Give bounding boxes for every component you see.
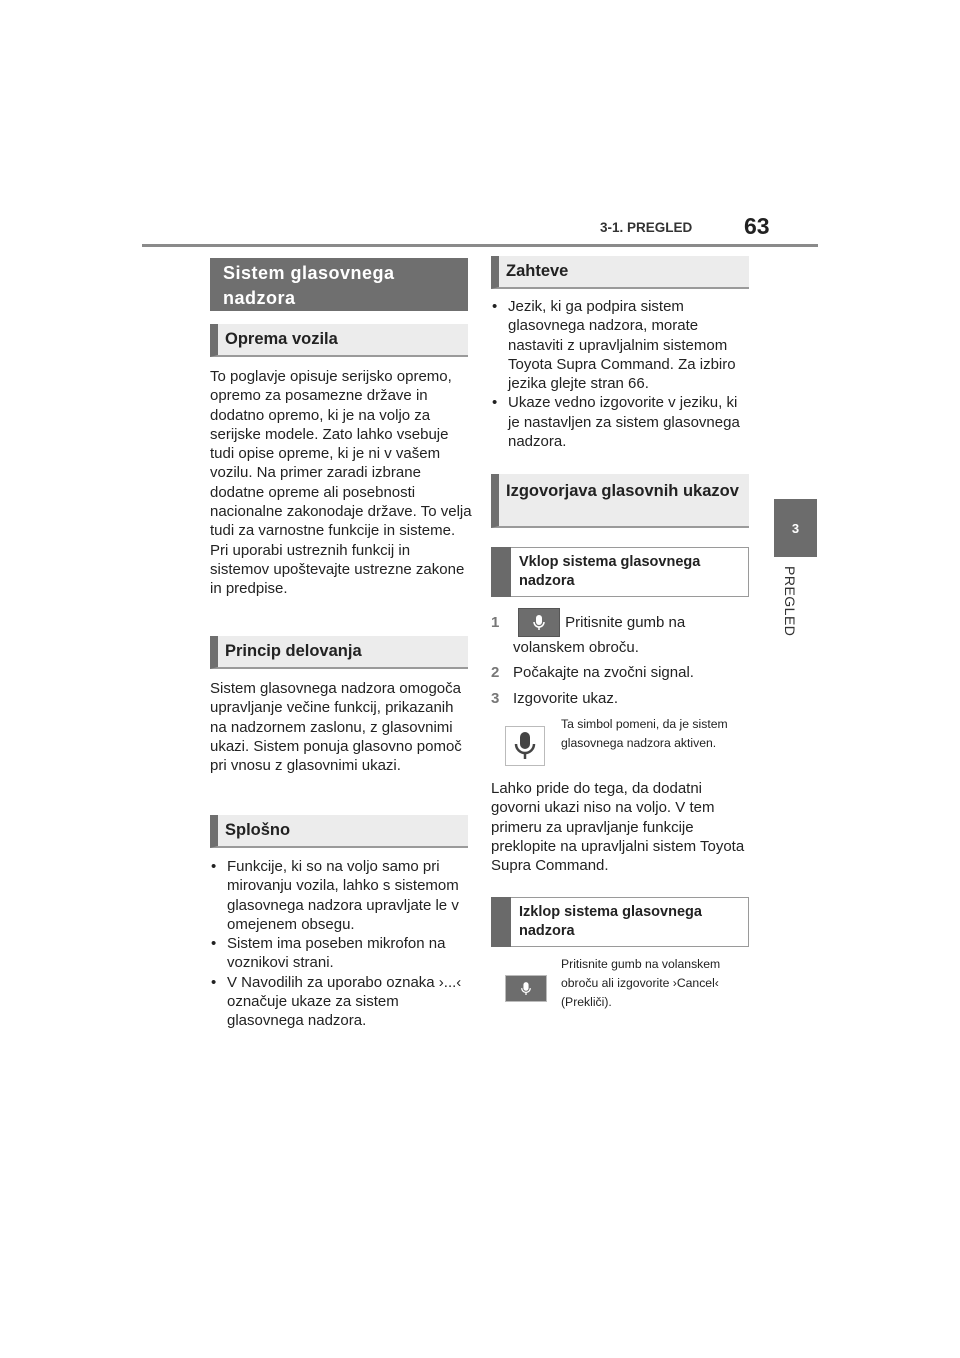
- chapter-tab: 3: [774, 499, 817, 557]
- mic-button-small-icon: [505, 975, 547, 1002]
- box-heading-izklop-text: Izklop sistema glasovnega nadzora: [519, 904, 702, 939]
- subheading-princip: Princip delovanja: [210, 636, 468, 669]
- subheading-zahteve: Zahteve: [491, 256, 749, 289]
- list-item: Ukaze vedno izgovorite v jeziku, ki je n…: [491, 393, 749, 451]
- box-heading-izklop: Izklop sistema glasovnega nadzora: [491, 897, 749, 947]
- step-3: 3 Izgovorite ukaz.: [491, 689, 618, 708]
- header-rule: [142, 244, 818, 247]
- zahteve-list: Jezik, ki ga podpira sistem glasovnega n…: [491, 297, 749, 451]
- oprema-paragraph: To poglavje opisuje serijsko opremo, opr…: [210, 368, 472, 598]
- subheading-izgovorjava-text: Izgovorjava glasovnih ukazov: [506, 482, 739, 500]
- subheading-splosno: Splošno: [210, 815, 468, 848]
- chapter-label: PREGLED: [782, 566, 798, 637]
- subheading-oprema: Oprema vozila: [210, 324, 468, 357]
- izgovorjava-paragraph: Lahko pride do tega, da dodatni govorni …: [491, 780, 745, 875]
- step-number: 1: [491, 614, 500, 631]
- list-item: Sistem ima poseben mikrofon na voznikovi…: [210, 934, 468, 973]
- step-2: 2 Počakajte na zvočni signal.: [491, 663, 694, 682]
- microphone-icon: [521, 981, 531, 995]
- main-heading: Sistem glasovnega nadzora: [210, 258, 468, 311]
- symbol-note: Ta simbol pomeni, da je sistem glasovneg…: [561, 717, 728, 750]
- step-1-continued: volanskem obroču.: [513, 639, 639, 656]
- step-text: Izgovorite ukaz.: [513, 690, 619, 707]
- step-number: 3: [491, 690, 500, 707]
- list-item: V Navodilih za uporabo oznaka ›...‹ ozna…: [210, 973, 468, 1031]
- izklop-note: Pritisnite gumb na volanskem obroču ali …: [561, 957, 721, 1009]
- step-text: Počakajte na zvočni signal.: [513, 664, 694, 681]
- subheading-izgovorjava: Izgovorjava glasovnih ukazov: [491, 474, 749, 528]
- list-item: Jezik, ki ga podpira sistem glasovnega n…: [491, 297, 749, 393]
- subheading-oprema-text: Oprema vozila: [225, 330, 338, 348]
- step-number: 2: [491, 664, 500, 681]
- box-heading-vklop-text: Vklop sistema glasovnega nadzora: [519, 554, 701, 589]
- microphone-active-icon: [514, 732, 536, 759]
- subheading-splosno-text: Splošno: [225, 821, 291, 839]
- main-heading-text: Sistem glasovnega nadzora: [223, 263, 395, 308]
- step-text: Pritisnite gumb na: [565, 614, 686, 631]
- voice-active-symbol: [505, 726, 545, 766]
- microphone-icon: [533, 614, 545, 630]
- princip-paragraph: Sistem glasovnega nadzora omogoča upravl…: [210, 680, 462, 775]
- mic-button-icon: [518, 608, 560, 637]
- page-number: 63: [744, 213, 770, 239]
- splosno-list: Funkcije, ki so na voljo samo pri mirova…: [210, 857, 468, 1031]
- section-title: 3-1. PREGLED: [600, 220, 693, 235]
- subheading-princip-text: Princip delovanja: [225, 642, 362, 660]
- box-heading-vklop: Vklop sistema glasovnega nadzora: [491, 547, 749, 597]
- list-item: Funkcije, ki so na voljo samo pri mirova…: [210, 857, 468, 934]
- step-1: 1 Pritisnite gumb na: [491, 613, 751, 633]
- subheading-zahteve-text: Zahteve: [506, 262, 569, 280]
